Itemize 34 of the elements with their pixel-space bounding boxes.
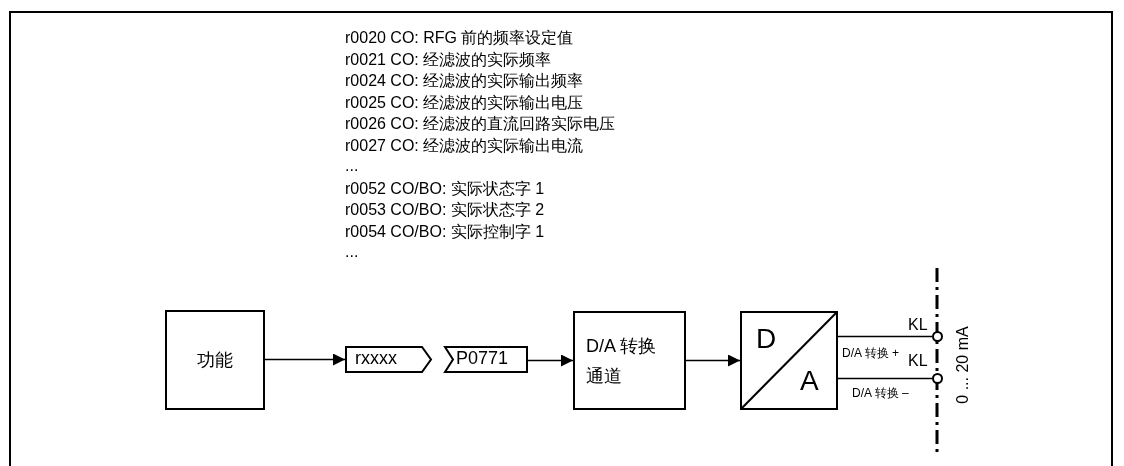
input-tag [444, 346, 528, 373]
parameter-label: ... [345, 157, 359, 175]
output-tag [345, 346, 432, 373]
terminal-label: KL [908, 352, 928, 370]
function-box [165, 310, 265, 410]
terminal-circle [932, 373, 943, 384]
box-label: 功能 [197, 349, 233, 372]
edge-label: D/A 转换 – [852, 385, 909, 402]
arrow [527, 354, 574, 367]
parameter-label: r0026 CO: 经滤波的直流回路实际电压 [345, 114, 616, 134]
connector-line [837, 335, 933, 338]
da-converter-box [740, 311, 838, 410]
parameter-label: r0054 CO/BO: 实际控制字 1 [345, 221, 545, 242]
arrow [264, 353, 346, 366]
parameter-label: r0027 CO: 经滤波的实际输出电流 [345, 135, 584, 156]
converter-letter: D [756, 323, 777, 355]
converter-box [573, 311, 686, 410]
parameter-label: r0024 CO: 经滤波的实际输出频率 [345, 71, 584, 91]
converter-letter: A [800, 365, 819, 397]
terminal-label: KL [908, 316, 928, 334]
range-label: 0 ... 20 mA [954, 325, 972, 406]
tag-label: P0771 [456, 348, 509, 369]
parameter-label: r0020 CO: RFG 前的频率设定值 [345, 28, 574, 48]
edge-label: D/A 转换 + [842, 345, 900, 362]
tag-label: rxxxx [355, 348, 397, 369]
arrow [685, 354, 741, 367]
parameter-label: ... [345, 243, 359, 261]
terminal-circle [932, 331, 943, 342]
box-label: D/A 转换通道 [585, 334, 657, 388]
parameter-label: r0053 CO/BO: 实际状态字 2 [345, 200, 545, 220]
connector-line [837, 377, 933, 380]
parameter-label: r0052 CO/BO: 实际状态字 1 [345, 178, 545, 199]
parameter-label: r0021 CO: 经滤波的实际频率 [345, 49, 552, 70]
parameter-label: r0025 CO: 经滤波的实际输出电压 [345, 92, 584, 113]
